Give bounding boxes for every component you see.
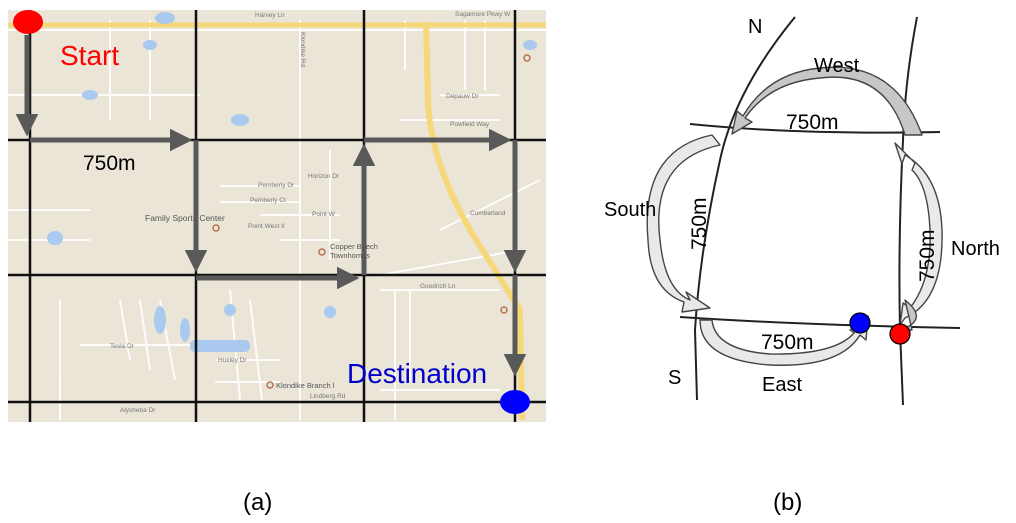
street-label-cumberland: Cumberland <box>470 210 506 217</box>
map-poi-markers <box>212 54 531 389</box>
street-label-klondike-branch: Klondike Branch l <box>276 381 335 390</box>
distance-label-bottom: 750m <box>761 331 814 354</box>
street-label-depauw: Depauw Dr <box>446 93 479 100</box>
label-west: West <box>814 55 860 77</box>
street-label-point-west-ii: Point West II <box>248 223 285 230</box>
street-label-pemberly-ct: Pemberly Ct <box>250 197 286 204</box>
label-s: S <box>668 367 681 389</box>
map-highway-52 <box>423 21 525 421</box>
map-ponds <box>47 12 537 352</box>
street-label-sagamore: Sagamore Pkwy W <box>455 11 511 18</box>
street-label-huxley: Huxley Dr <box>218 357 247 364</box>
street-label-copper-beech: Copper Beech <box>330 242 378 251</box>
street-label-klondike-rd: Klondike Rd <box>299 32 306 67</box>
panel-b-labels: N S West South North East 750m 750m 750m… <box>604 16 1000 396</box>
caption-a: (a) <box>243 489 272 516</box>
destination-marker <box>500 390 530 414</box>
start-label: Start <box>60 40 119 71</box>
road-east-edge <box>898 16 918 406</box>
uturn-arrow-south <box>646 134 721 313</box>
street-label-point-w: Point W <box>312 211 336 218</box>
street-label-horizon: Horizon Dr <box>308 173 340 180</box>
street-label-alysheba: Alysheba Dr <box>120 407 156 414</box>
destination-marker-b <box>849 312 871 334</box>
destination-label: Destination <box>347 358 487 389</box>
street-label-family-sports: Family Sports Center <box>145 213 225 223</box>
road-south <box>679 316 961 329</box>
label-n: N <box>748 16 762 38</box>
panel-b-diagram: N S West South North East 750m 750m 750m… <box>604 16 1000 406</box>
distance-label-a: 750m <box>83 152 136 175</box>
panel-a-map: Sagamore Pkwy W Harvey Ln Pemberly Dr Pe… <box>8 10 546 422</box>
caption-b: (b) <box>773 489 802 516</box>
road-west-edge <box>693 16 796 401</box>
label-south: South <box>604 199 656 221</box>
route-arrows <box>15 35 527 377</box>
map-street-labels: Sagamore Pkwy W Harvey Ln Pemberly Dr Pe… <box>110 11 511 414</box>
distance-label-right: 750m <box>916 229 939 282</box>
uturn-arrow-east <box>699 315 869 366</box>
distance-label-left: 750m <box>688 197 711 250</box>
label-east: East <box>762 374 802 396</box>
street-label-harvey: Harvey Ln <box>255 12 285 19</box>
street-label-tesla: Tesla Dr <box>110 343 135 350</box>
street-label-pemberly-dr: Pemberly Dr <box>258 182 295 189</box>
distance-label-top: 750m <box>786 111 839 134</box>
street-label-lindberg: Lindberg Rd <box>310 393 346 400</box>
street-label-goodrich: Goodrich Ln <box>420 283 456 290</box>
street-label-powfield: Powfield Way <box>450 121 490 128</box>
uturn-arrow-west <box>731 66 923 136</box>
start-marker-b <box>889 323 911 345</box>
start-marker <box>13 10 43 34</box>
label-north: North <box>951 238 1000 260</box>
street-label-townhomes: Townhomes <box>330 251 370 260</box>
